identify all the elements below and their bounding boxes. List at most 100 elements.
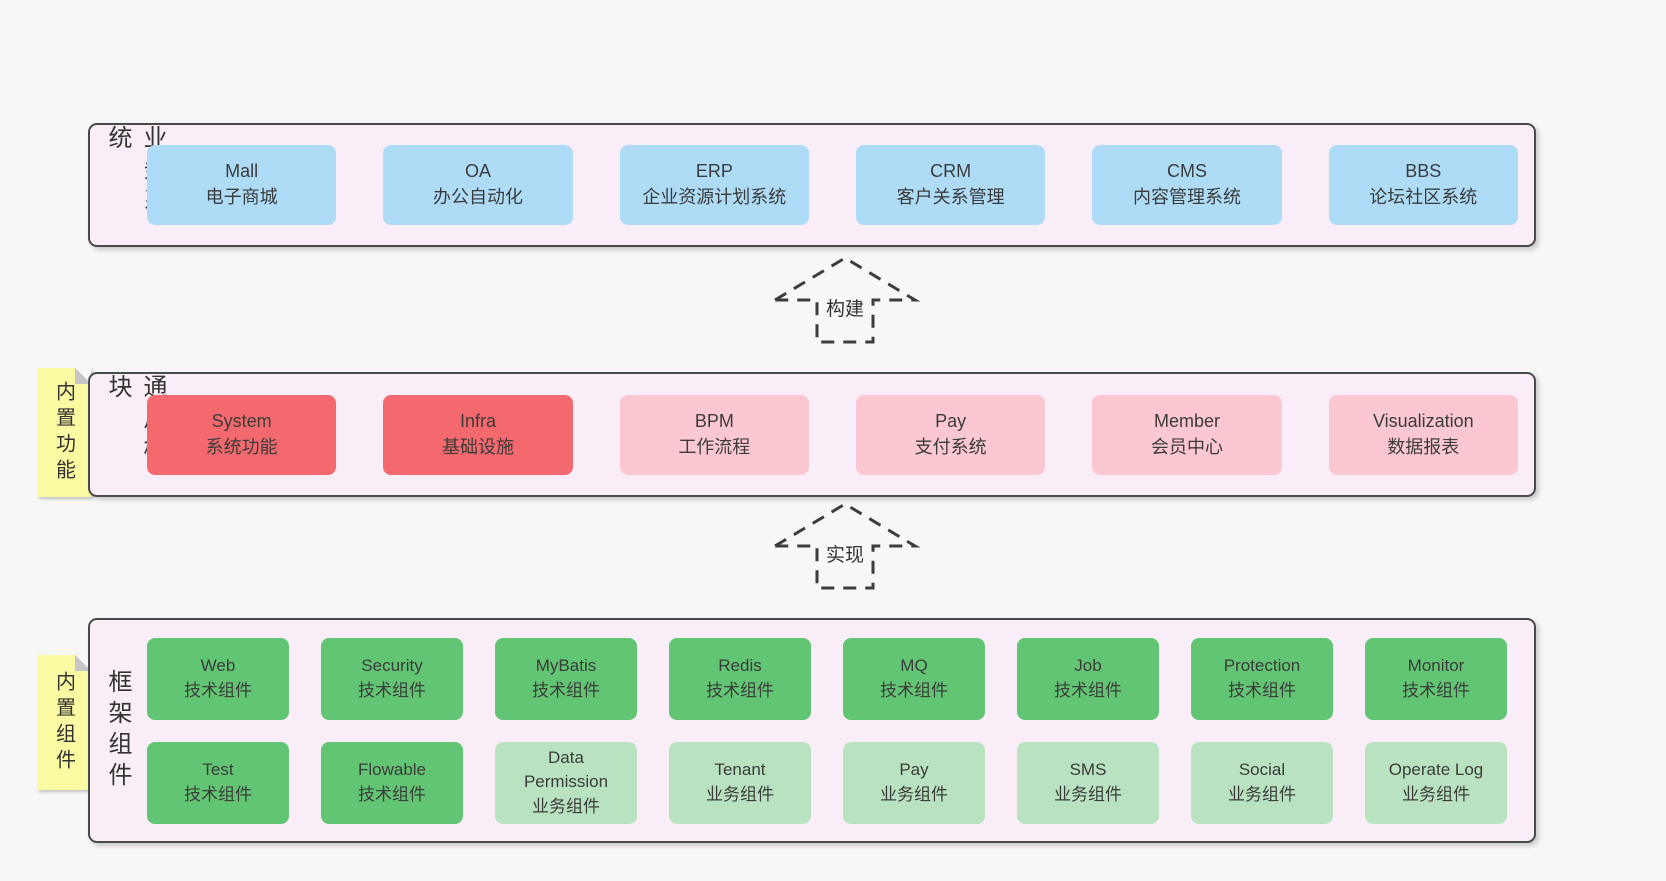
box-title: SMS [1069, 760, 1107, 780]
components-box-social: Social 业务组件 [1191, 741, 1333, 824]
components-box-operate-log: Operate Log 业务组件 [1365, 741, 1507, 824]
sticky-note-label: 内置组件 [52, 670, 75, 775]
box-title: MyBatis [535, 656, 597, 676]
components-box-security: Security 技术组件 [321, 637, 463, 720]
box-subtitle: 技术组件 [358, 680, 426, 700]
up-arrow-implement: 实现 [770, 500, 920, 592]
box-subtitle: 会员中心 [1150, 436, 1223, 457]
business-box-erp: ERP 企业资源计划系统 [619, 145, 809, 225]
box-title: Job [1074, 656, 1102, 676]
box-subtitle: 技术组件 [358, 784, 426, 804]
components-box-flowable: Flowable 技术组件 [321, 741, 463, 824]
box-title: ERP [695, 161, 733, 182]
box-subtitle: 技术组件 [532, 680, 600, 700]
business-box-oa: OA 办公自动化 [383, 145, 573, 225]
components-box-mybatis: MyBatis 技术组件 [495, 637, 637, 720]
components-box-data-permission: Data Permission 业务组件 [495, 741, 637, 824]
box-title: Visualization [1372, 410, 1474, 431]
components-box-web: Web 技术组件 [147, 637, 289, 720]
box-title: Pay [935, 410, 967, 431]
layer-label: 框架组件 [104, 668, 131, 793]
business-box-bbs: BBS 论坛社区系统 [1328, 145, 1518, 225]
box-subtitle: 基础设施 [441, 436, 514, 457]
box-subtitle: 工作流程 [678, 436, 751, 457]
box-subtitle: 业务组件 [706, 784, 774, 804]
layer-business-systems: 业务系统 Mall电子商城OA办公自动化ERP企业资源计划系统CRM客户关系管理… [88, 123, 1536, 247]
components-box-sms: SMS 业务组件 [1017, 741, 1159, 824]
box-title: BBS [1405, 161, 1442, 182]
box-title: Flowable [357, 760, 427, 780]
box-subtitle: 技术组件 [184, 784, 252, 804]
box-subtitle: 电子商城 [205, 187, 278, 207]
sticky-note-label: 内置功能 [52, 380, 75, 485]
layer-common-modules: 通用模块 System系统功能Infra基础设施BPM工作流程Pay支付系统Me… [88, 372, 1536, 497]
box-title: Protection [1223, 656, 1301, 676]
box-subtitle: 支付系统 [914, 436, 987, 457]
box-subtitle: 业务组件 [532, 796, 600, 816]
box-title: Data Permission [523, 748, 609, 792]
sticky-fold-icon [75, 655, 91, 671]
box-title: Social [1238, 760, 1286, 780]
box-subtitle: 客户关系管理 [896, 187, 1005, 207]
box-title: Security [361, 656, 423, 676]
components-box-job: Job 技术组件 [1017, 637, 1159, 720]
box-subtitle: 业务组件 [1402, 784, 1470, 804]
box-title: Web [200, 656, 236, 676]
components-box-test: Test 技术组件 [147, 741, 289, 824]
sticky-note-built-in-components: 内置组件 [37, 655, 91, 790]
up-arrow-dashed-icon [770, 256, 920, 344]
box-subtitle: 技术组件 [1402, 680, 1470, 700]
box-subtitle: 技术组件 [1228, 680, 1296, 700]
box-subtitle: 论坛社区系统 [1369, 187, 1478, 207]
up-arrow-dashed-icon [770, 502, 920, 590]
box-title: Tenant [714, 760, 766, 780]
box-subtitle: 技术组件 [184, 680, 252, 700]
arrow-label: 构建 [821, 292, 869, 323]
box-title: MQ [900, 656, 928, 676]
up-arrow-build: 构建 [770, 254, 920, 346]
sticky-fold-icon [75, 368, 91, 384]
sticky-note-built-in-functions: 内置功能 [37, 368, 91, 497]
box-title: OA [464, 161, 491, 182]
modules-box-bpm: BPM 工作流程 [619, 394, 809, 475]
components-box-monitor: Monitor 技术组件 [1365, 637, 1507, 720]
box-subtitle: 业务组件 [1054, 784, 1122, 804]
box-subtitle: 数据报表 [1387, 436, 1460, 457]
box-title: BPM [694, 410, 734, 431]
box-title: CMS [1166, 161, 1207, 182]
box-subtitle: 内容管理系统 [1132, 187, 1241, 207]
box-subtitle: 技术组件 [1054, 680, 1122, 700]
arrow-label: 实现 [821, 538, 869, 569]
modules-box-member: Member 会员中心 [1092, 394, 1282, 475]
box-subtitle: 系统功能 [205, 436, 278, 457]
modules-box-pay: Pay 支付系统 [855, 394, 1046, 475]
box-title: Monitor [1407, 656, 1465, 676]
box-subtitle: 办公自动化 [432, 187, 523, 207]
box-title: Infra [459, 410, 496, 431]
box-subtitle: 技术组件 [880, 680, 948, 700]
box-subtitle: 企业资源计划系统 [642, 187, 787, 207]
box-subtitle: 业务组件 [1228, 784, 1296, 804]
box-title: Test [202, 760, 234, 780]
box-title: Operate Log [1388, 760, 1484, 780]
components-box-tenant: Tenant 业务组件 [669, 741, 811, 824]
box-subtitle: 技术组件 [706, 680, 774, 700]
box-title: Member [1153, 410, 1220, 431]
components-box-mq: MQ 技术组件 [843, 637, 985, 720]
box-subtitle: 业务组件 [880, 784, 948, 804]
modules-box-infra: Infra 基础设施 [383, 394, 573, 475]
